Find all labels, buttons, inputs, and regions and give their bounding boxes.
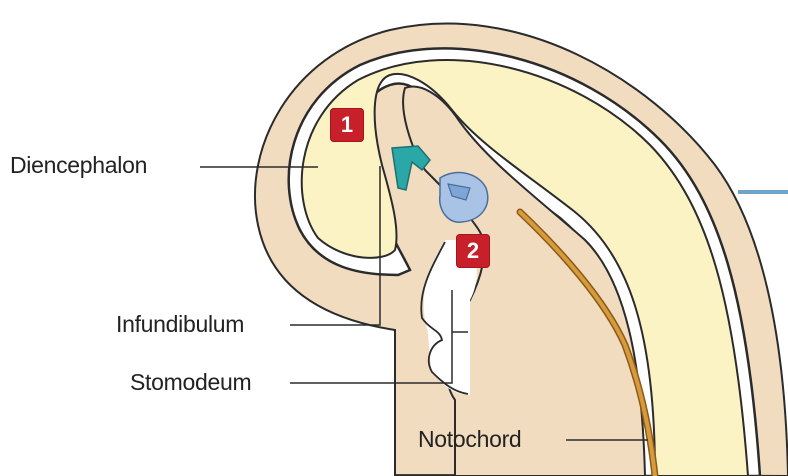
label-infundibulum: Infundibulum — [116, 311, 244, 338]
badge-2: 2 — [456, 234, 490, 268]
label-diencephalon: Diencephalon — [10, 152, 147, 179]
label-notochord: Notochord — [418, 426, 521, 453]
label-stomodeum: Stomodeum — [130, 369, 251, 396]
badge-1: 1 — [330, 108, 364, 142]
